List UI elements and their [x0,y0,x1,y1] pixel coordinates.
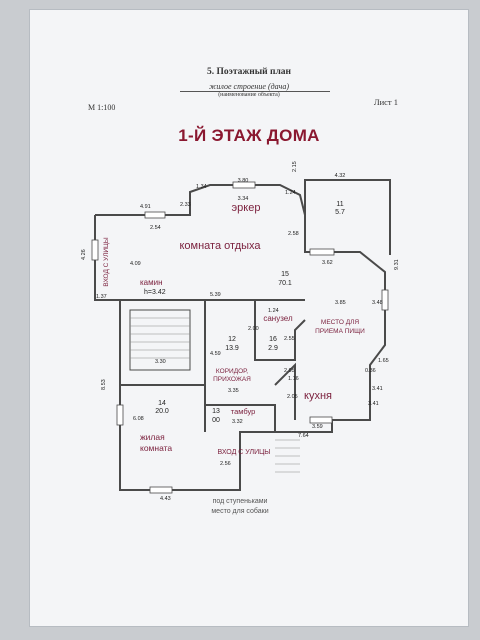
dim: 1.37 [96,294,107,300]
dim: 3.59 [312,424,323,430]
dim: 3.41 [368,401,379,407]
room-bathroom-number: 16 [269,336,277,343]
corridor-label-1: КОРИДОР, [216,368,248,375]
side-entrance-label: ВХОД С УЛИЦЫ [103,237,110,286]
entrance-label: ВХОД С УЛИЦЫ [218,449,271,456]
dim: 1.16 [288,376,299,382]
room-lounge: комната отдыха [179,240,261,252]
dim: 0.36 [365,368,376,374]
dim: 2.00 [248,326,259,332]
dim: 3.80 [238,178,249,184]
dim: 3.34 [238,196,249,202]
room-lounge-number: 15 [281,271,289,278]
room-fireplace: камин [140,278,163,287]
living-label-2: комната [140,443,172,453]
dim: 1.24 [268,308,279,314]
dim: 4.59 [210,351,221,357]
corridor-label-2: ПРИХОЖАЯ [213,376,251,383]
dim: 4.91 [140,204,151,210]
living-label-1: жилая [140,432,165,442]
form-title: 5. Поэтажный план [206,67,292,77]
room-13-number: 13 [212,408,220,415]
dim: 3.48 [372,300,383,306]
dim: 2.95 [284,368,295,374]
room-bay: эркер [232,202,261,214]
room-lounge-area: 70.1 [278,280,292,287]
dim: 2.15 [292,161,298,172]
stair-note-1: под ступеньками [213,498,268,505]
dim: 2.58 [288,231,299,237]
floor-title: 1-Й ЭТАЖ ДОМА [178,126,320,145]
scale-label: М 1:100 [88,103,116,112]
dim: 3.35 [228,388,239,394]
dim: 7.64 [298,433,309,439]
dimension-labels: 4.32 2.15 3.80 1.34 3.34 2.33 4.91 2.54 … [81,161,400,502]
object-type: жилое строение (дача) [208,82,290,91]
outer-wall [94,179,391,491]
dim: 4.32 [335,173,346,179]
dim: 6.08 [133,416,144,422]
dim: 1.34 [196,184,207,190]
dim: 3.41 [372,386,383,392]
room-12-area: 13.9 [225,345,239,352]
dim: 5.39 [210,292,221,298]
dim: 4.09 [130,261,141,267]
room-14-area: 20.0 [155,408,169,415]
room-kitchen: кухня [304,390,332,402]
wall-living [120,384,206,432]
stair-treads [130,317,300,473]
wall-bathroom [254,300,306,361]
dim: 3.85 [335,300,346,306]
object-rule [180,91,330,92]
dim: 9.31 [394,259,400,270]
dim: 8.53 [101,379,107,390]
dim: 3.32 [232,419,243,425]
plan-sheet: 5. Поэтажный план жилое строение (дача) … [30,10,468,626]
dim: 2.55 [284,336,295,342]
dim: 2.54 [150,225,161,231]
dim: 3.62 [322,260,333,266]
dim: 4.26 [81,249,87,260]
room-14-number: 14 [158,400,166,407]
dim: 4.43 [160,496,171,502]
sheet-number: Лист 1 [373,97,398,107]
dining-label-1: МЕСТО ДЛЯ [321,319,359,326]
room-12-number: 12 [228,336,236,343]
dim: 3.30 [155,359,166,365]
dim: 2.33 [180,202,191,208]
wall-vestibule [205,404,276,432]
dim: 1.65 [378,358,389,364]
room-bathroom: санузел [263,314,293,323]
room-vestibule: тамбур [231,407,256,416]
room-11-area: 5.7 [335,209,345,216]
dining-label-2: ПРИЕМА ПИЩИ [315,328,365,335]
object-caption: (наименование объекта) [218,92,280,98]
bay-wall [95,184,306,216]
dim: 1.24 [285,190,296,196]
window-markers [91,181,389,494]
room-bathroom-area: 2.9 [268,345,278,352]
wall-kitchen [274,362,296,420]
dim: 2.05 [287,394,298,400]
stair-note-2: место для собаки [211,507,268,515]
room-11-number: 11 [336,201,343,208]
ceiling-height: h=3.42 [144,289,166,296]
dim: 2.56 [220,461,231,467]
room-13-area: 00 [212,417,220,424]
